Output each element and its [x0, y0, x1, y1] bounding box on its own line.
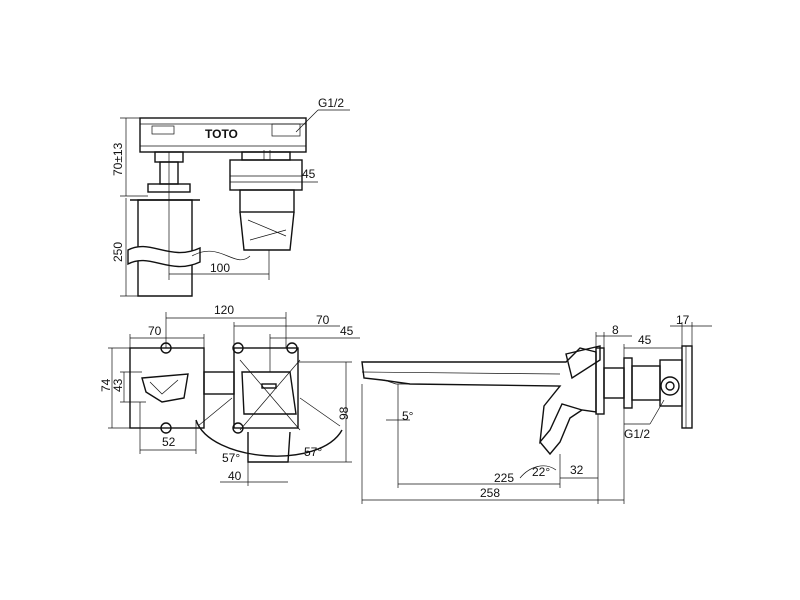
svg-text:45: 45 — [302, 167, 316, 181]
dim-plate-thickness: 8 — [595, 323, 632, 348]
break-line-left — [127, 245, 201, 268]
dim-angle: 22° — [519, 465, 557, 479]
valve-cap — [271, 123, 301, 137]
left-plate — [129, 347, 205, 429]
side-view: 8 45 17 G1/2 5° 22° — [361, 313, 712, 504]
svg-text:74: 74 — [99, 378, 113, 392]
dim-lever-width: 52 — [139, 402, 197, 454]
dim-valve-depth: 45 — [623, 333, 682, 358]
angle-right-label: 57° — [304, 445, 322, 459]
spout — [361, 347, 597, 445]
svg-text:120: 120 — [214, 303, 234, 317]
svg-text:70±13: 70±13 — [111, 142, 125, 176]
dim-cap: 17 — [670, 313, 712, 346]
svg-text:32: 32 — [570, 463, 584, 477]
svg-text:G1/2: G1/2 — [318, 96, 344, 110]
valve-body — [229, 159, 303, 191]
svg-text:8: 8 — [612, 323, 619, 337]
dim-outlet: 225 — [398, 454, 561, 488]
svg-text:5°: 5° — [402, 409, 414, 423]
svg-text:40: 40 — [228, 469, 242, 483]
dim-tilt: 5° — [386, 384, 414, 488]
dim-inner-height: 43 — [111, 371, 146, 403]
thread-callout: G1/2 — [295, 96, 350, 133]
svg-text:98: 98 — [337, 406, 351, 420]
brand-mark: TOTO — [205, 127, 238, 141]
svg-text:250: 250 — [111, 242, 125, 262]
dim-height: 98 — [288, 361, 352, 463]
thread-callout: G1/2 — [624, 399, 665, 441]
svg-text:G1/2: G1/2 — [624, 427, 650, 441]
faucet-body — [139, 117, 307, 153]
svg-text:45: 45 — [638, 333, 652, 347]
spout-outlet — [141, 373, 189, 403]
dim-bottom-width: 40 — [220, 462, 288, 486]
dim-right-offset: 45 — [269, 324, 360, 372]
dim-depth: 250 — [111, 198, 140, 297]
dim-right-plate: 70 — [233, 313, 340, 348]
dim-left-plate: 70 — [129, 324, 205, 348]
svg-text:43: 43 — [111, 378, 125, 392]
dim-offset: 32 — [560, 414, 599, 504]
aerator-slot — [151, 125, 175, 135]
angle-left-label: 57° — [222, 451, 240, 465]
svg-text:70: 70 — [316, 313, 330, 327]
svg-text:45: 45 — [340, 324, 354, 338]
lever-profile — [565, 345, 601, 380]
dim-height: 70±13 — [111, 117, 148, 197]
valve-body — [631, 365, 661, 401]
dim-spacing: 100 — [168, 192, 270, 280]
mounting-cap — [681, 345, 693, 429]
dim-length: 258 — [361, 384, 625, 504]
svg-text:70: 70 — [148, 324, 162, 338]
svg-text:225: 225 — [494, 471, 514, 485]
svg-text:100: 100 — [210, 261, 230, 275]
right-plate — [233, 347, 299, 429]
svg-text:22°: 22° — [532, 465, 550, 479]
svg-text:258: 258 — [480, 486, 500, 500]
handle — [241, 371, 297, 415]
front-view: 120 70 70 45 74 — [99, 303, 360, 486]
dim-overall-width: 120 — [165, 303, 287, 348]
dim-plate-height: 74 — [99, 347, 130, 429]
svg-text:17: 17 — [676, 313, 690, 327]
top-view: TOTO 70±13 250 — [111, 96, 350, 297]
dim-valve-width: 45 — [230, 167, 318, 183]
svg-text:52: 52 — [162, 435, 176, 449]
